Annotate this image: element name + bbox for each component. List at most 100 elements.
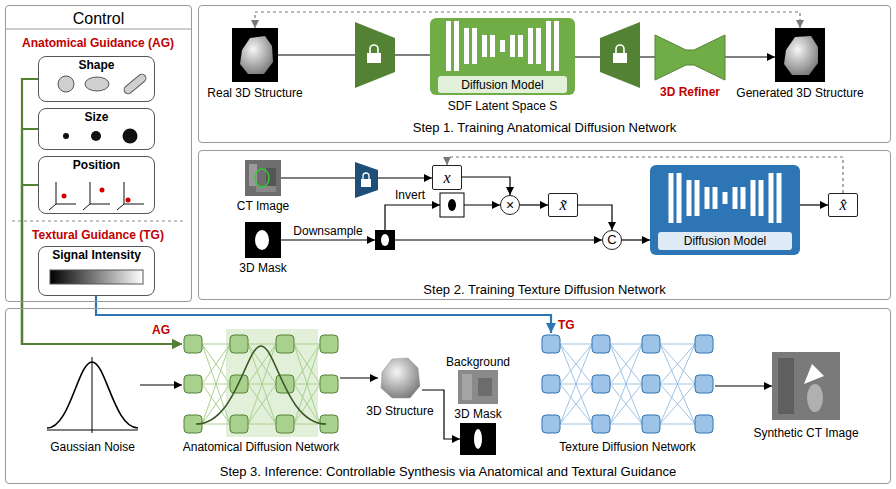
node-label: Texture Diffusion Network xyxy=(559,440,696,454)
synthetic-ct-image xyxy=(804,364,824,384)
unet-layer xyxy=(723,192,728,204)
latent-box: x xyxy=(432,165,462,190)
network-link xyxy=(294,344,320,345)
mask-image xyxy=(460,423,496,455)
refiner-block xyxy=(655,35,725,80)
node-label: Diffusion Model xyxy=(461,78,544,92)
mask-image xyxy=(245,222,281,258)
shape-icons xyxy=(58,76,74,92)
connector xyxy=(622,239,650,240)
lock-icon xyxy=(616,45,624,53)
node-label: Size xyxy=(84,110,108,124)
unet-layer xyxy=(518,35,523,57)
node-label: x̃ xyxy=(559,194,566,216)
network-link xyxy=(610,344,642,345)
network-link xyxy=(660,344,695,384)
lock-icon xyxy=(613,45,627,63)
ct-image xyxy=(266,168,276,188)
decoder-block xyxy=(600,22,640,88)
connector xyxy=(578,205,612,230)
downsample-arrow xyxy=(281,240,375,241)
network-link xyxy=(660,384,695,424)
network-link xyxy=(560,344,592,424)
network-unit xyxy=(592,375,610,393)
network-link xyxy=(560,384,592,424)
guidance-heading: Textural Guidance (TG) xyxy=(32,228,164,242)
mask-image xyxy=(474,429,482,449)
decoder-block xyxy=(600,22,640,88)
inverted-mask xyxy=(448,199,456,211)
mask-multiply-arrow xyxy=(464,205,500,206)
network-link xyxy=(560,384,592,424)
encoder-block xyxy=(355,162,378,198)
node-label: SDF Latent Space S xyxy=(448,99,557,113)
node-label: 3D Structure xyxy=(366,404,433,418)
multiply-operator: × xyxy=(500,195,520,215)
network-unit xyxy=(592,335,610,353)
distribution-curve xyxy=(196,346,326,424)
synthetic-ct-image xyxy=(772,352,840,420)
network-link xyxy=(294,344,320,384)
generated-structure-image xyxy=(775,28,825,82)
diffusion-model: Diffusion Model xyxy=(650,165,800,255)
node-label: Real 3D Structure xyxy=(207,86,302,100)
mask-image: 3D Mask xyxy=(460,423,496,455)
network-link xyxy=(560,424,592,425)
unet-layer xyxy=(669,173,674,223)
connector xyxy=(715,385,772,386)
network-link xyxy=(202,424,230,425)
guidance-box: Position xyxy=(38,156,155,214)
inverted-mask xyxy=(440,193,464,217)
connector xyxy=(520,204,548,205)
unet-layer xyxy=(741,187,746,209)
network-link xyxy=(248,424,276,425)
mask-concat-arrow xyxy=(395,239,602,240)
network-link xyxy=(560,344,592,345)
step-panel: Step 1. Training Anatomical Diffusion Ne… xyxy=(198,5,891,143)
network-unit xyxy=(642,415,660,433)
network-link xyxy=(610,384,642,424)
lock-icon xyxy=(361,173,371,187)
network-link xyxy=(202,384,230,424)
network-unit xyxy=(184,375,202,393)
unet-layer xyxy=(454,21,459,71)
unet-layer xyxy=(705,187,710,209)
network-link xyxy=(610,344,642,384)
node-label: 3D Mask xyxy=(239,261,286,275)
inverted-mask xyxy=(440,193,464,217)
lock-icon xyxy=(363,173,369,179)
node-label: Generated 3D Structure xyxy=(736,86,863,100)
connector xyxy=(800,204,828,205)
network-link xyxy=(294,344,320,424)
position-icons xyxy=(117,182,144,210)
connector xyxy=(140,384,182,385)
network-unit xyxy=(320,375,338,393)
node-label: × xyxy=(506,196,514,214)
size-icons xyxy=(63,133,69,139)
background-image: Background xyxy=(458,370,498,404)
guidance-box: Signal Intensity xyxy=(38,246,155,296)
edge-label: AG xyxy=(150,323,172,337)
mask-multiply-arrow xyxy=(464,204,500,205)
panel-header-rule xyxy=(6,29,191,30)
network-link xyxy=(202,344,230,384)
network-unit xyxy=(542,335,560,353)
network-unit xyxy=(542,415,560,433)
diffusion-model-box xyxy=(658,232,792,250)
node-label: Gaussian Noise xyxy=(50,440,135,454)
network-link xyxy=(560,344,592,384)
latent-box: x̃ xyxy=(548,193,578,217)
node-label: Control xyxy=(73,9,125,28)
network-unit xyxy=(695,415,713,433)
size-icons xyxy=(123,129,138,144)
ct-image: CT Image xyxy=(245,160,281,196)
lock-icon xyxy=(361,179,371,187)
node-label: Signal Intensity xyxy=(52,248,141,262)
node-label: Position xyxy=(73,158,120,172)
network-link xyxy=(660,384,695,424)
connector xyxy=(22,129,182,344)
downsample-arrow xyxy=(281,239,375,240)
encoder-block xyxy=(355,22,395,88)
network-unit xyxy=(230,335,248,353)
mask-image xyxy=(245,222,281,258)
